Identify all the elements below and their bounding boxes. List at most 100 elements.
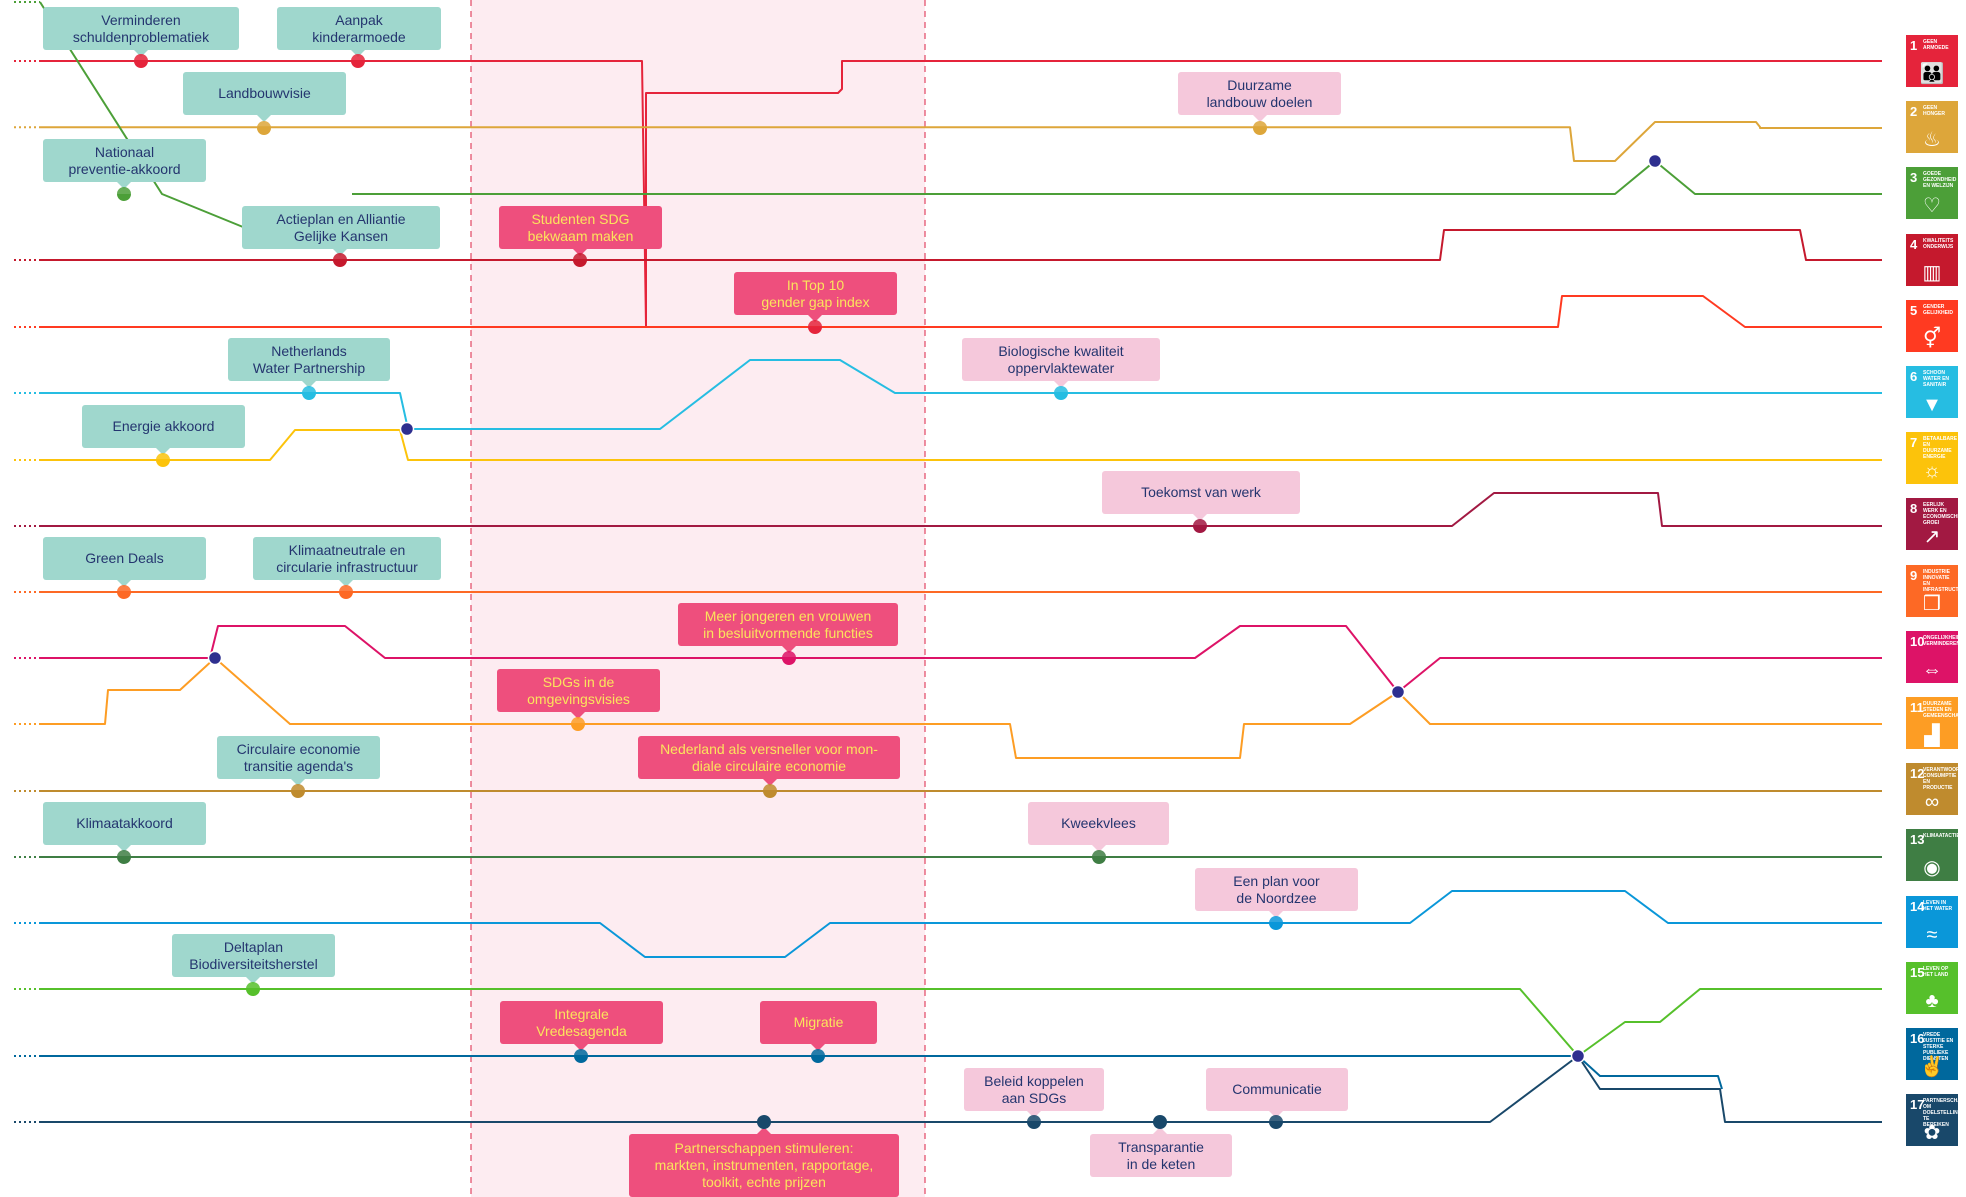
- milestone-marker-top: [782, 651, 796, 658]
- milestone-label: Klimaatneutrale en circularie infrastruc…: [253, 537, 441, 580]
- milestone-marker-top: [1269, 916, 1283, 923]
- people-icon: 👪: [1919, 63, 1945, 85]
- label-pointer: [117, 845, 131, 852]
- sdg-13-tile: 13Klimaatactie◉: [1906, 829, 1960, 882]
- milestone-marker: [156, 460, 170, 467]
- sdg-track-line: [40, 121, 1882, 162]
- milestone-marker: [1253, 128, 1267, 135]
- sdg-14-tile: 14Leven in het water≈: [1906, 895, 1958, 948]
- sdg-title: Verantwoorde consumptie en productie: [1923, 767, 1966, 792]
- sdg-title: Geen honger: [1923, 105, 1945, 118]
- sdg-3-tile: 3Goede gezondheid en welzijn♡: [1906, 167, 1958, 220]
- sdg-6-tile: 6Schoon water en sanitair▼: [1906, 366, 1958, 418]
- sdg-number: 3: [1910, 170, 1918, 186]
- milestone-marker-top: [302, 386, 316, 393]
- milestone-marker: [1269, 1122, 1283, 1129]
- sdg-track-line: [352, 160, 1882, 195]
- sdg-track-line: [40, 1055, 1723, 1090]
- milestone-label: Beleid koppelen aan SDGs: [964, 1068, 1104, 1111]
- sdg-title: Vrede justitie en sterke publieke dienst…: [1923, 1032, 1954, 1062]
- sdg-number: 7: [1910, 435, 1918, 451]
- sdg-11-tile: 11Duurzame steden en gemeenschappen▟: [1906, 697, 1966, 749]
- sdg-number: 11: [1910, 700, 1924, 715]
- milestone-marker: [808, 327, 822, 334]
- gender-icon: ⚥: [1922, 327, 1942, 350]
- milestone-marker: [1054, 393, 1068, 400]
- sdg-number: 15: [1910, 964, 1925, 980]
- growth-icon: ↗: [1923, 526, 1941, 549]
- sdg-track-line: [40, 429, 1882, 461]
- label-pointer: [117, 580, 131, 587]
- book-icon: ▥: [1922, 261, 1942, 284]
- sdg-title: Leven in het water: [1923, 899, 1953, 912]
- sdg-number: 5: [1910, 302, 1918, 318]
- heartbeat-icon: ♡: [1923, 195, 1941, 218]
- milestone-marker: [757, 1115, 771, 1129]
- milestone-marker-top: [117, 187, 131, 194]
- milestone-marker-top: [571, 717, 585, 724]
- label-pointer: [808, 315, 822, 322]
- label-pointer: [333, 249, 347, 256]
- sdg-title: Betaalbare en duurzame energie: [1923, 436, 1958, 461]
- sdg-number: 12: [1910, 766, 1925, 782]
- label-pointer: [1269, 911, 1283, 918]
- milestone-marker-top: [808, 320, 822, 327]
- sdg-1-tile: 1Geen armoede👪: [1906, 35, 1958, 87]
- sdg-title: Klimaatactie: [1923, 833, 1960, 840]
- label-pointer: [571, 712, 585, 719]
- label-markers: [117, 50, 1283, 1134]
- label-pointer: [257, 115, 271, 122]
- sdg-track-line: [40, 890, 1882, 958]
- highlight-band: [470, 0, 926, 1197]
- milestone-marker: [257, 128, 271, 135]
- milestone-label: Landbouwvisie: [183, 72, 346, 115]
- milestone-label: SDGs in de omgevingsvisies: [497, 669, 660, 712]
- label-pointer: [134, 50, 148, 57]
- milestone-label: Nationaal preventie-akkoord: [43, 139, 206, 182]
- sdg-track-line: [40, 359, 1882, 430]
- tree-icon: ♣: [1925, 989, 1939, 1012]
- milestone-label: Een plan voor de Noordzee: [1195, 868, 1358, 911]
- milestone-marker-top: [333, 253, 347, 260]
- milestone-marker-top: [117, 585, 131, 592]
- sdg-number: 9: [1910, 567, 1918, 583]
- milestone-label: Green Deals: [43, 537, 206, 580]
- milestone-marker: [117, 194, 131, 201]
- milestone-marker: [291, 791, 305, 798]
- milestone-marker: [1092, 857, 1106, 864]
- sdg-9-tile: 9Industrie innovatie en infrastructuur❒: [1906, 564, 1966, 617]
- sdg-2-tile: 2Geen honger♨: [1906, 101, 1958, 154]
- junction-node: [1647, 153, 1663, 169]
- sdg-track-line: [40, 492, 1882, 527]
- sdg-5-tile: 5 Gender gelijkheid ⚥: [1906, 299, 1958, 352]
- milestone-marker-top: [573, 253, 587, 260]
- infinity-icon: ∞: [1924, 791, 1940, 814]
- milestone-marker: [573, 260, 587, 267]
- milestone-label: Toekomst van werk: [1102, 471, 1300, 514]
- milestone-marker-top: [1092, 850, 1106, 857]
- milestone-marker: [246, 989, 260, 996]
- sun-icon: ☼: [1922, 460, 1942, 483]
- milestone-label: Circulaire economie transitie agenda's: [217, 736, 380, 779]
- milestone-label: Studenten SDG bekwaam maken: [499, 206, 662, 249]
- label-pointer: [291, 779, 305, 786]
- label-pointer: [1253, 115, 1267, 122]
- label-pointer: [574, 1044, 588, 1051]
- sdg-number: 8: [1910, 501, 1918, 517]
- milestone-marker-top: [117, 850, 131, 857]
- equality-icon: ⇔: [1922, 658, 1942, 681]
- label-pointer: [1054, 381, 1068, 388]
- sdg-16-tile: 16Vrede justitie en sterke publieke dien…: [1906, 1028, 1958, 1080]
- milestone-label: Energie akkoord: [82, 405, 245, 448]
- milestone-marker: [763, 791, 777, 798]
- milestone-label: Transparantie in de keten: [1090, 1134, 1232, 1177]
- bowl-icon: ♨: [1923, 129, 1941, 152]
- milestone-marker-top: [246, 982, 260, 989]
- sdg-title: Gender gelijkheid: [1923, 303, 1954, 316]
- milestone-label: Duurzame landbouw doelen: [1178, 72, 1341, 115]
- sdg-title: Ongelijkheid verminderen: [1923, 634, 1961, 647]
- milestone-marker: [1027, 1122, 1041, 1129]
- milestone-marker: [134, 61, 148, 68]
- sdg-number: 17: [1910, 1097, 1925, 1113]
